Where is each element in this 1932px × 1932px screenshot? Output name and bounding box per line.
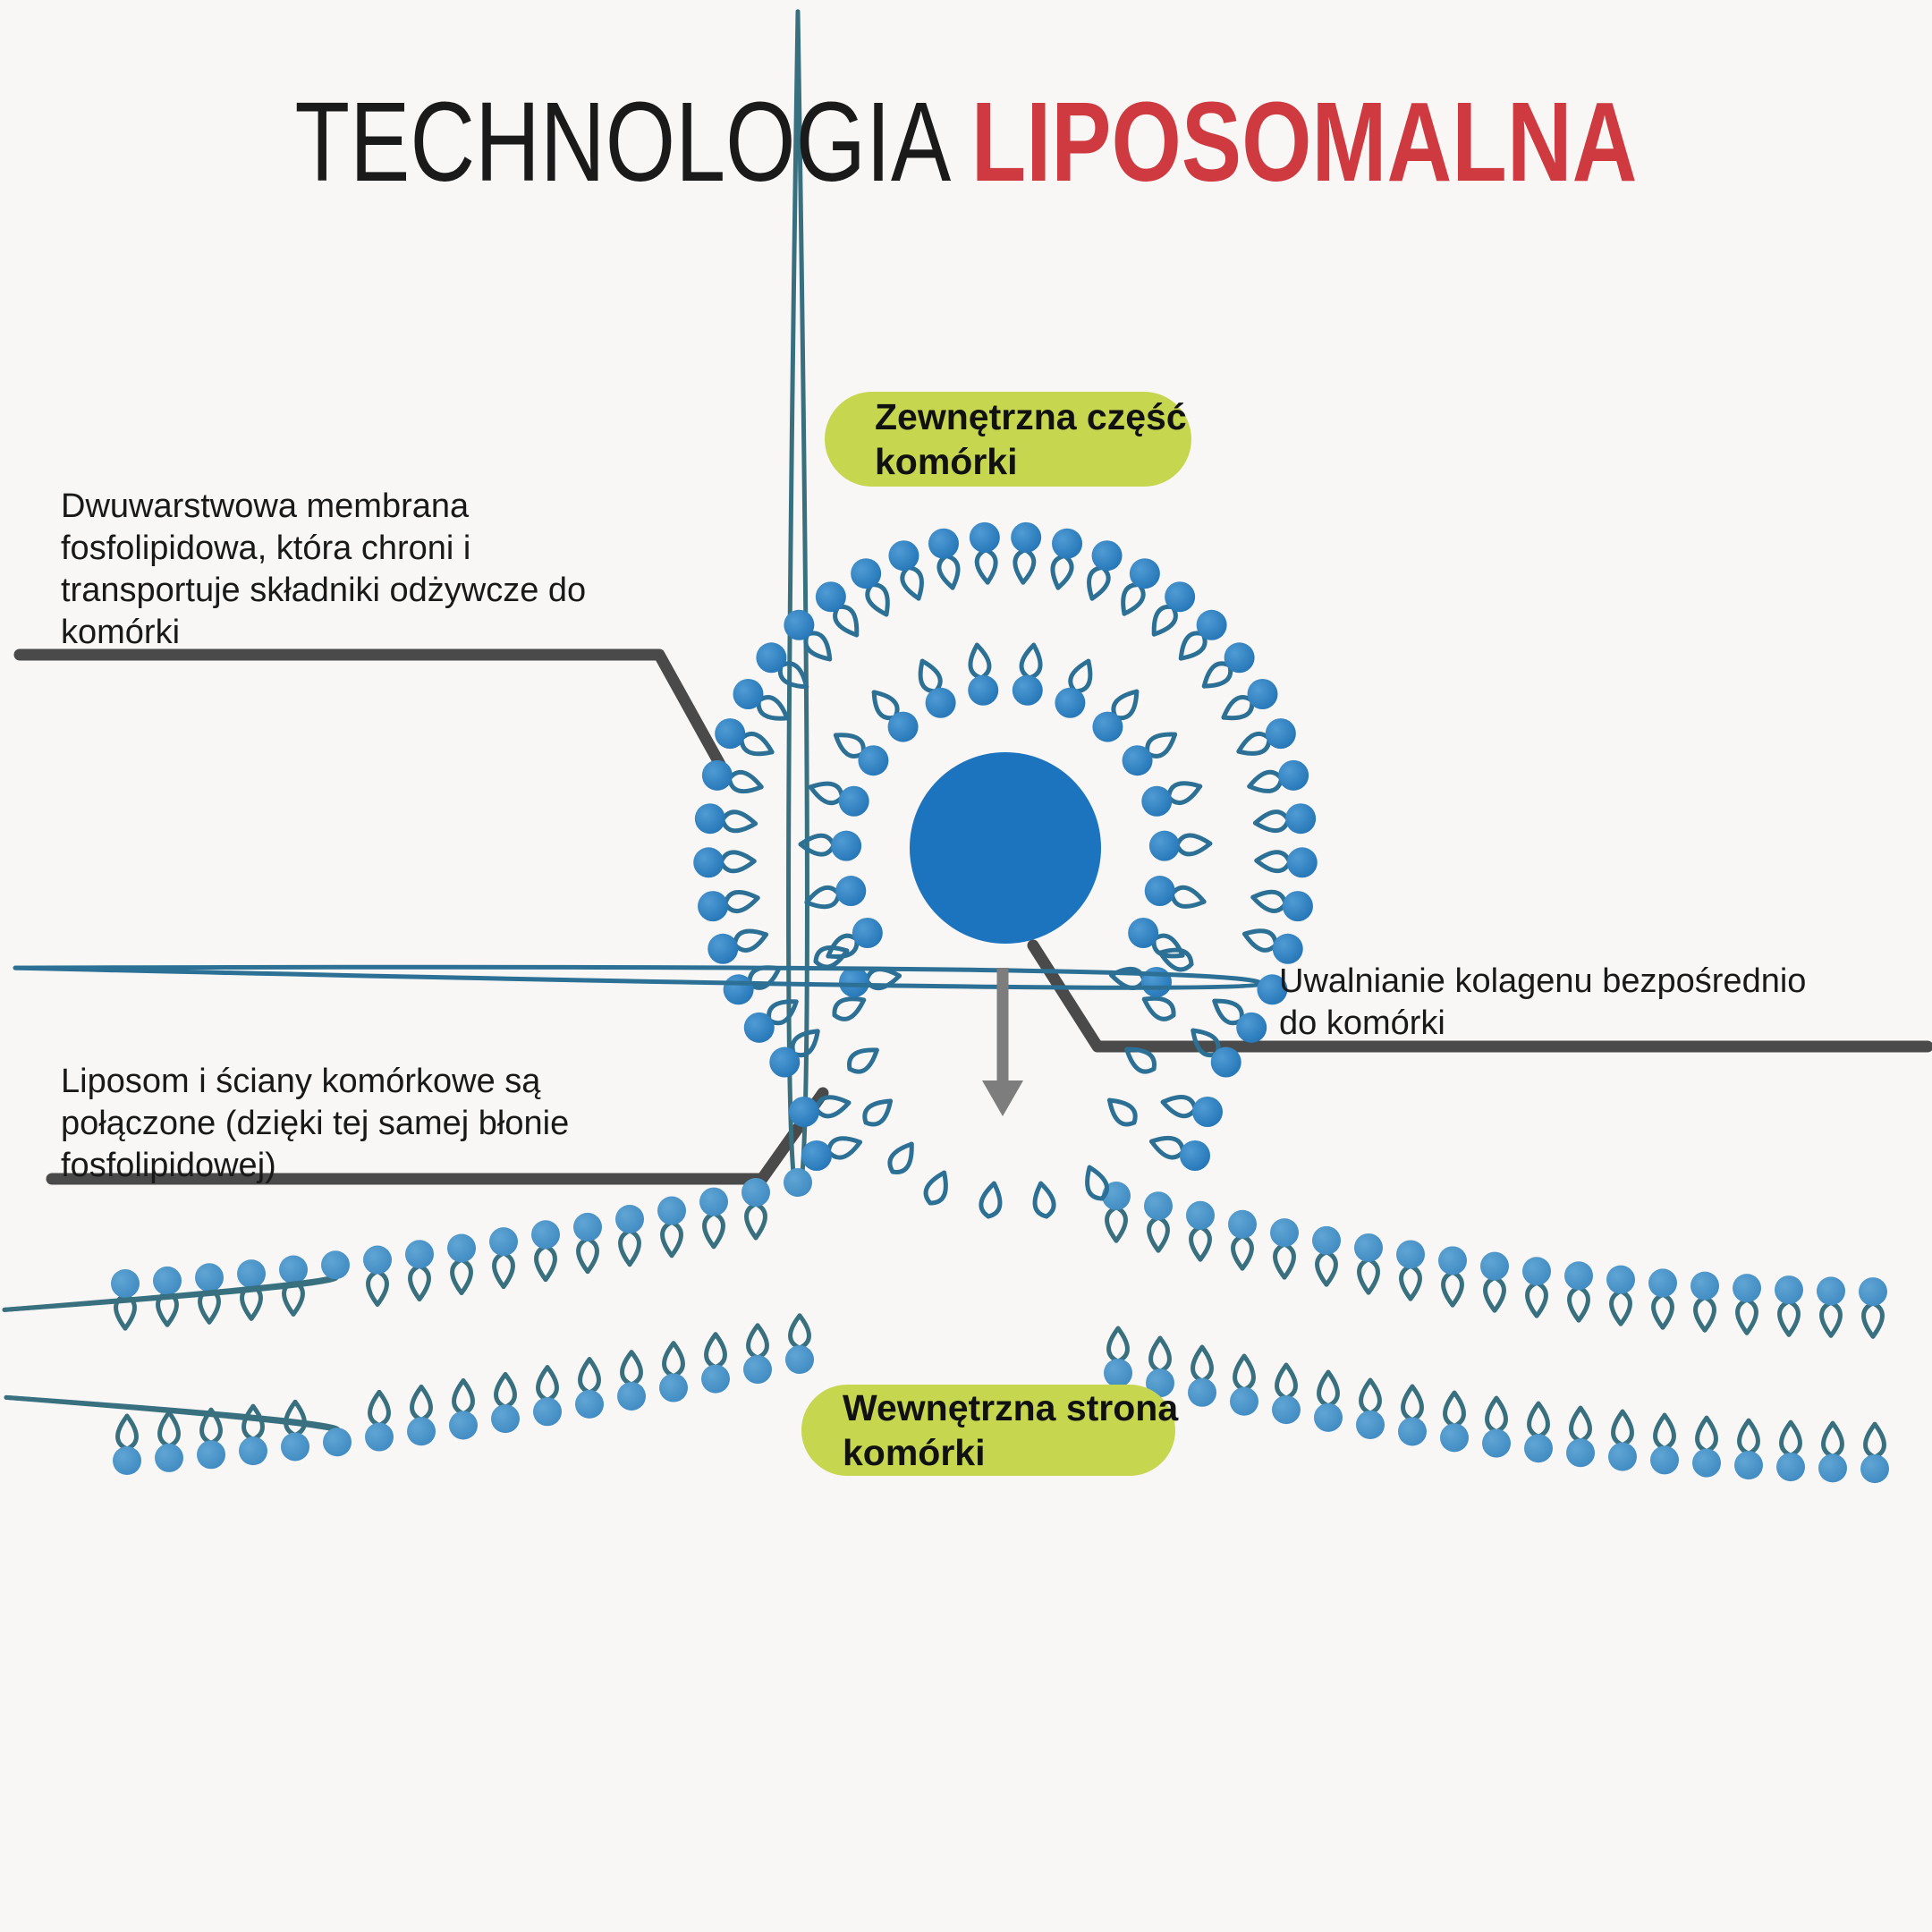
badge-outer-line1: Zewnętrzna część <box>875 396 1187 437</box>
annotation-bilayer-membrane: Dwuwarstwowa membrana fosfolipidowa, któ… <box>61 487 587 651</box>
title-word-liposomalna: LIPOSOMALNA <box>970 79 1638 205</box>
inner-ring <box>798 642 1213 959</box>
release-arrow <box>982 968 1023 1116</box>
badge-inner-line2: komórki <box>843 1432 986 1473</box>
badge-inner-cell-side: Wewnętrzna strona komórki <box>801 1385 1179 1476</box>
badge-inner-line1: Wewnętrzna strona <box>843 1387 1179 1428</box>
annotation-liposome-fusion: Liposom i ściany komórkowe są połączone … <box>61 1063 570 1184</box>
free-tails <box>813 945 1194 1219</box>
left-membrane <box>2 9 814 1475</box>
badge-outer-cell-side: Zewnętrzna część komórki <box>825 392 1191 487</box>
payload-circle <box>910 752 1101 944</box>
right-membrane <box>1102 1182 1889 1484</box>
page-title: TECHNOLOGIA LIPOSOMALNA <box>193 86 1739 199</box>
badge-outer-line2: komórki <box>875 441 1018 482</box>
outer-ring <box>13 521 1318 1078</box>
annotation-collagen-release: Uwalnianie kolagenu bezpośrednio do komó… <box>1279 962 1807 1042</box>
title-word-technologia: TECHNOLOGIA <box>294 79 946 205</box>
